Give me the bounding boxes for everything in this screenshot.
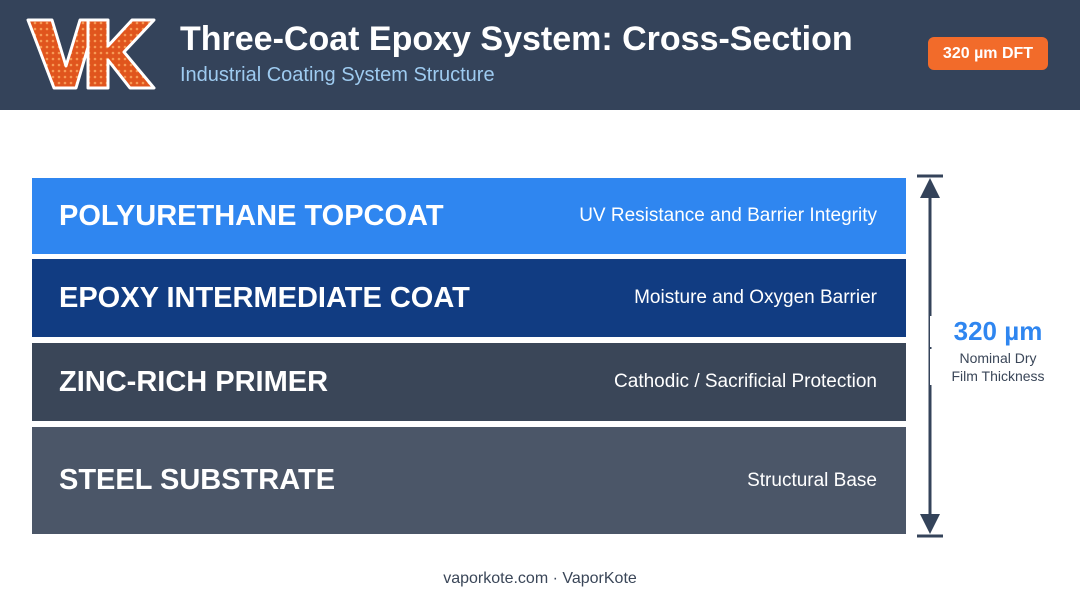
page-title: Three-Coat Epoxy System: Cross-Section [180,20,853,58]
layer-description: UV Resistance and Barrier Integrity [579,205,877,226]
layer-name: EPOXY INTERMEDIATE COAT [59,281,470,314]
header-bar: VK Three-Coat Epoxy System: Cross-Sectio… [0,0,1080,110]
layer-description: Structural Base [747,469,877,491]
thickness-value: 320 µm [930,316,1066,347]
svg-text:VK: VK [26,14,48,18]
layer-name: ZINC-RICH PRIMER [59,365,329,398]
layer-description: Cathodic / Sacrificial Protection [614,371,877,392]
vk-logo: VK [26,14,156,90]
layer-topcoat: POLYURETHANE TOPCOAT UV Resistance and B… [32,178,906,254]
layer-intermediate: EPOXY INTERMEDIATE COAT Moisture and Oxy… [32,259,906,337]
footer-credit: vaporkote.com · VaporKote [443,570,637,587]
thickness-label-line1: Nominal Dry [959,350,1037,366]
dft-badge: 320 µm DFT [928,37,1048,70]
page-subtitle: Industrial Coating System Structure [180,64,495,86]
layer-primer: ZINC-RICH PRIMER Cathodic / Sacrificial … [32,343,906,421]
thickness-label-line2: Film Thickness [951,368,1045,384]
layer-name: STEEL SUBSTRATE [59,464,336,496]
layer-description: Moisture and Oxygen Barrier [634,287,877,308]
layer-substrate: STEEL SUBSTRATE Structural Base [32,427,906,534]
layer-name: POLYURETHANE TOPCOAT [59,199,444,232]
thickness-label: Nominal Dry Film Thickness [930,349,1066,385]
